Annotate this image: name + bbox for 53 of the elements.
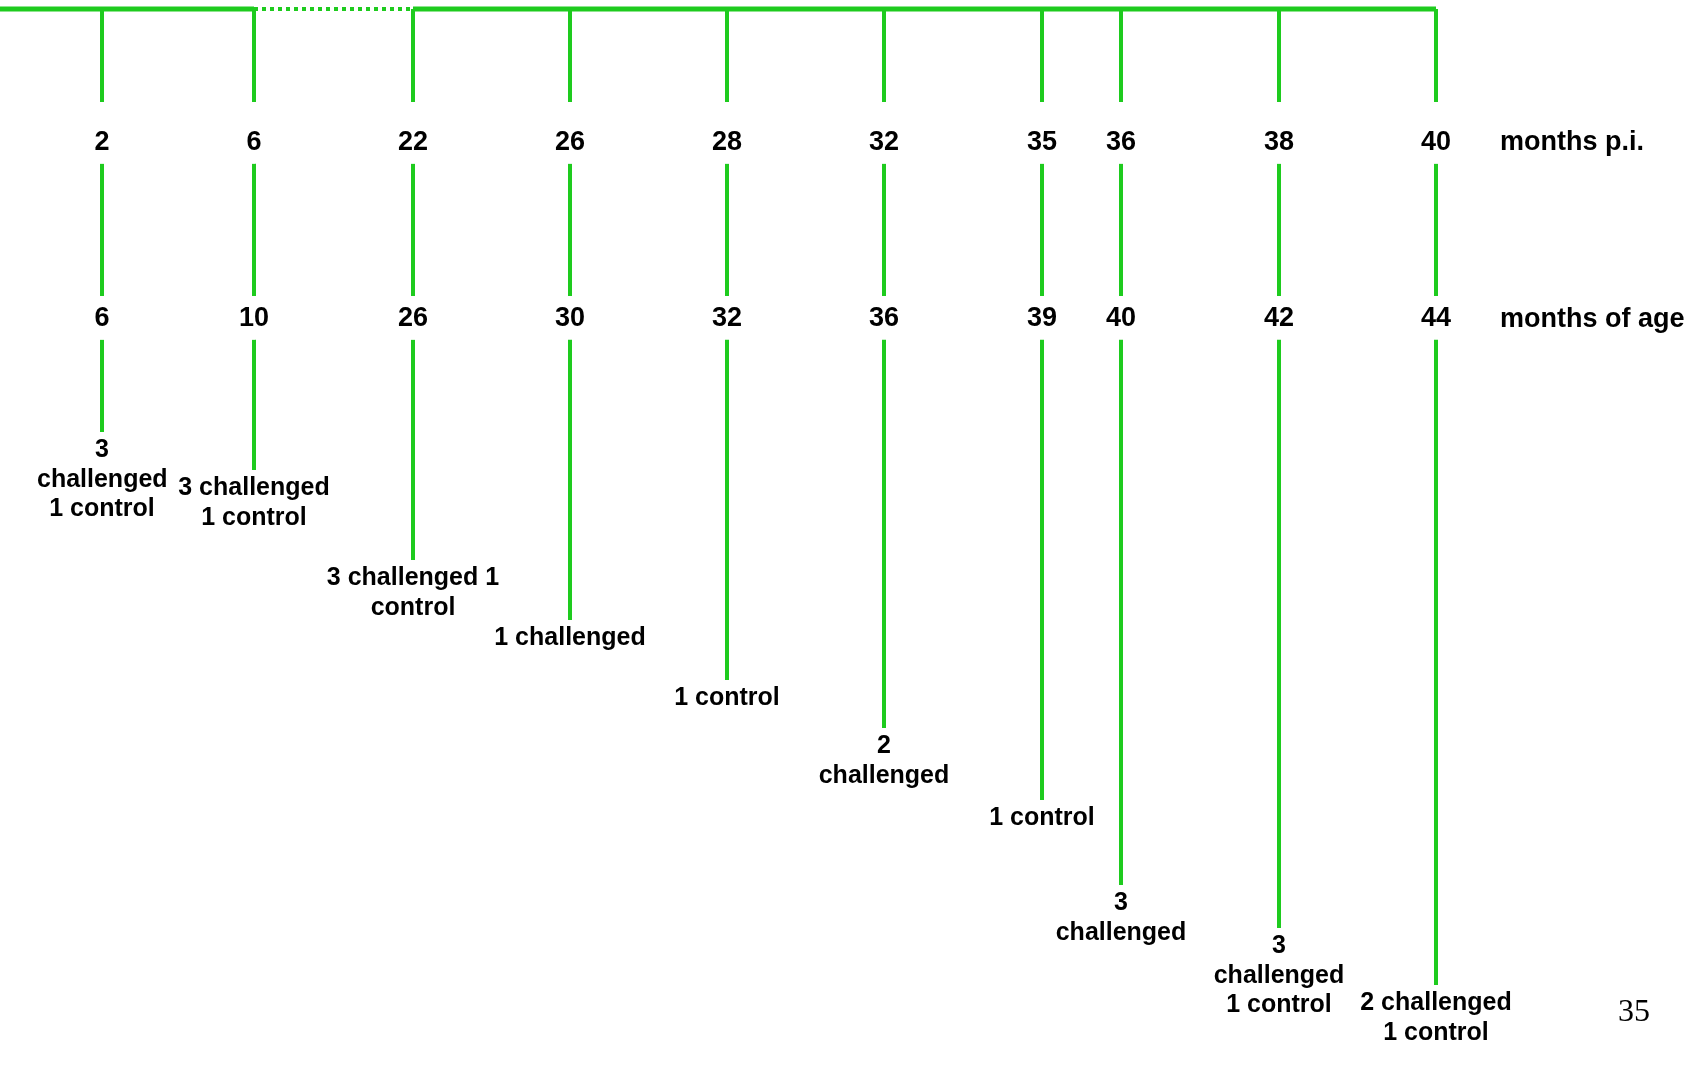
- connector-line: [411, 163, 415, 296]
- timepoint-number: 2: [67, 120, 137, 164]
- connector-line: [100, 339, 104, 432]
- group-count-text: 3 challenged: [1051, 885, 1191, 948]
- group-count-text: 1 challenged: [480, 620, 660, 654]
- timepoint-number: 36: [1086, 120, 1156, 164]
- timepoint-number: 26: [535, 120, 605, 164]
- timepoint-number: 32: [692, 296, 762, 340]
- connector-line: [1434, 163, 1438, 296]
- timepoint-number: 38: [1244, 120, 1314, 164]
- connector-line: [1040, 339, 1044, 800]
- connector-line: [1434, 339, 1438, 985]
- timepoint-number: 35: [1007, 120, 1077, 164]
- timepoint-number: 42: [1244, 296, 1314, 340]
- timepoint-number: 40: [1401, 120, 1471, 164]
- connector-line: [1119, 163, 1123, 296]
- timepoint-number: 39: [1007, 296, 1077, 340]
- group-count-text: 3 challenged 1 control: [318, 560, 508, 623]
- timepoint-number: 22: [378, 120, 448, 164]
- connector-line: [252, 163, 256, 296]
- connector-line: [252, 339, 256, 470]
- timepoint-number: 32: [849, 120, 919, 164]
- timepoint-number: 10: [219, 296, 289, 340]
- page-number: 35: [1618, 992, 1650, 1029]
- connector-line: [1040, 163, 1044, 296]
- timepoint-number: 26: [378, 296, 448, 340]
- timepoint-number: 44: [1401, 296, 1471, 340]
- group-count-text: 2 challenged: [814, 728, 954, 791]
- connector-line: [1277, 339, 1281, 928]
- connector-line: [725, 339, 729, 680]
- timepoint-number: 36: [849, 296, 919, 340]
- group-count-text: 3 challenged 1 control: [37, 432, 167, 525]
- timepoint-number: 6: [67, 296, 137, 340]
- connector-line: [568, 339, 572, 620]
- connector-line: [1277, 163, 1281, 296]
- group-count-text: 3 challenged 1 control: [169, 470, 339, 533]
- connector-line: [411, 339, 415, 560]
- timepoint-number: 6: [219, 120, 289, 164]
- connector-line: [725, 163, 729, 296]
- axis-unit-label: months of age: [1500, 303, 1685, 334]
- group-count-text: 1 control: [657, 680, 797, 714]
- connector-line: [882, 339, 886, 728]
- connector-line: [882, 163, 886, 296]
- timepoint-number: 30: [535, 296, 605, 340]
- timepoint-number: 40: [1086, 296, 1156, 340]
- connector-line: [568, 163, 572, 296]
- connector-line: [100, 163, 104, 296]
- timepoint-number: 28: [692, 120, 762, 164]
- group-count-text: 1 control: [972, 800, 1112, 834]
- connector-line: [1119, 339, 1123, 885]
- group-count-text: 2 challenged 1 control: [1351, 985, 1521, 1048]
- axis-unit-label: months p.i.: [1500, 126, 1644, 157]
- group-count-text: 3 challenged 1 control: [1209, 928, 1349, 1021]
